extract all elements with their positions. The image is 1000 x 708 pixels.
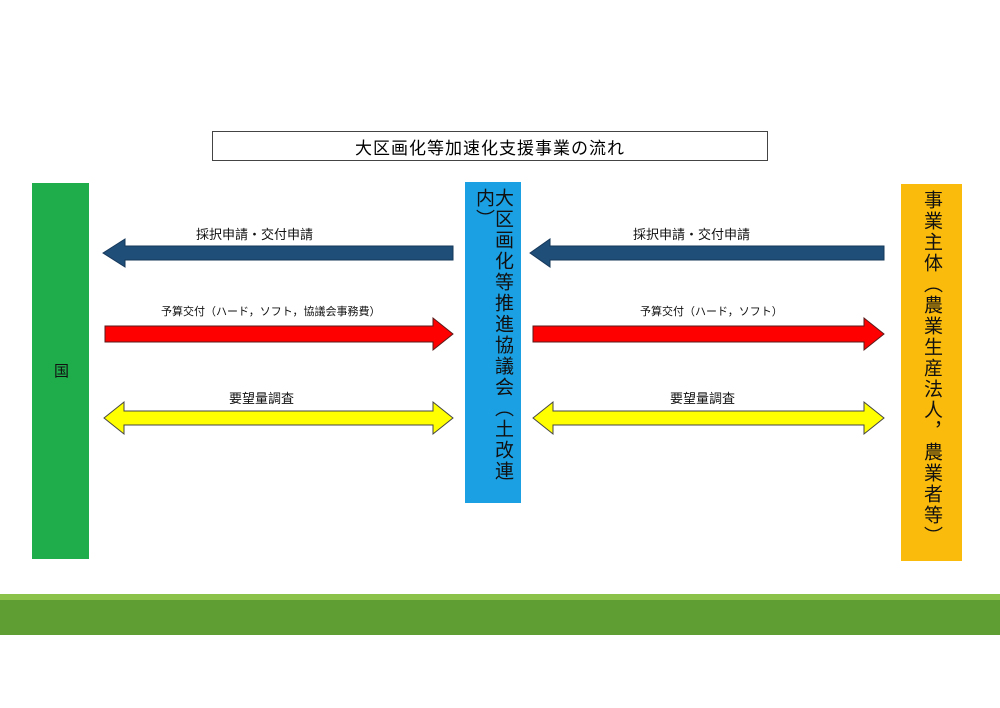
entity-council-label: 大区画化等推進協議会（土改連内） xyxy=(473,188,514,482)
right-application-label: 採択申請・交付申請 xyxy=(633,228,751,243)
entity-council: 大区画化等推進協議会（土改連内） xyxy=(465,182,521,503)
entity-country: 国 xyxy=(32,183,89,559)
diagram-title-text: 大区画化等加速化支援事業の流れ xyxy=(355,138,625,159)
diagram-title: 大区画化等加速化支援事業の流れ xyxy=(212,131,768,161)
right-budget-arrow xyxy=(532,316,885,352)
left-survey-arrow xyxy=(103,400,454,436)
right-application-arrow xyxy=(529,238,885,268)
entity-project-operator-label: 事業主体（農業生産法人，農業者等） xyxy=(921,190,943,547)
left-budget-label: 予算交付（ハード，ソフト，協議会事務費） xyxy=(161,305,381,318)
ground-band xyxy=(0,600,1000,635)
right-survey-arrow xyxy=(532,400,885,436)
right-survey-label: 要望量調査 xyxy=(670,392,736,407)
left-budget-arrow xyxy=(104,316,454,352)
left-application-label: 採択申請・交付申請 xyxy=(196,228,314,243)
entity-project-operator: 事業主体（農業生産法人，農業者等） xyxy=(901,184,962,561)
left-application-arrow xyxy=(102,238,454,268)
left-survey-label: 要望量調査 xyxy=(229,392,295,407)
entity-country-label: 国 xyxy=(52,362,70,380)
ground-highlight-band xyxy=(0,594,1000,600)
right-budget-label: 予算交付（ハード，ソフト） xyxy=(640,305,783,318)
